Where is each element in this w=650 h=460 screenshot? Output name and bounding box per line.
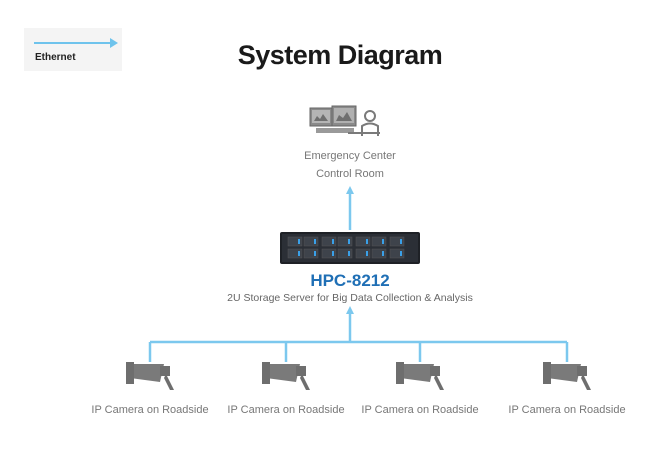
camera-icon <box>262 362 310 390</box>
ethernet-line-sample <box>34 42 114 44</box>
camera-label: IP Camera on Roadside <box>91 404 209 416</box>
control-room-label-line1: Emergency Center <box>304 150 396 162</box>
ethernet-arrow-icon <box>110 38 118 48</box>
server-icon <box>280 232 420 264</box>
server-name: HPC-8212 <box>310 271 390 290</box>
server-description: 2U Storage Server for Big Data Collectio… <box>227 292 473 304</box>
legend: Ethernet <box>24 28 122 71</box>
page-title: System Diagram <box>237 40 443 70</box>
control-room-label-line2: Control Room <box>316 168 384 180</box>
camera-icon <box>126 362 174 390</box>
workstation-icon <box>309 105 380 136</box>
camera-icon <box>543 362 591 390</box>
camera-label: IP Camera on Roadside <box>508 404 626 416</box>
legend-label: Ethernet <box>35 52 76 63</box>
camera-label: IP Camera on Roadside <box>361 404 479 416</box>
camera-icon <box>396 362 444 390</box>
camera-label: IP Camera on Roadside <box>227 404 345 416</box>
